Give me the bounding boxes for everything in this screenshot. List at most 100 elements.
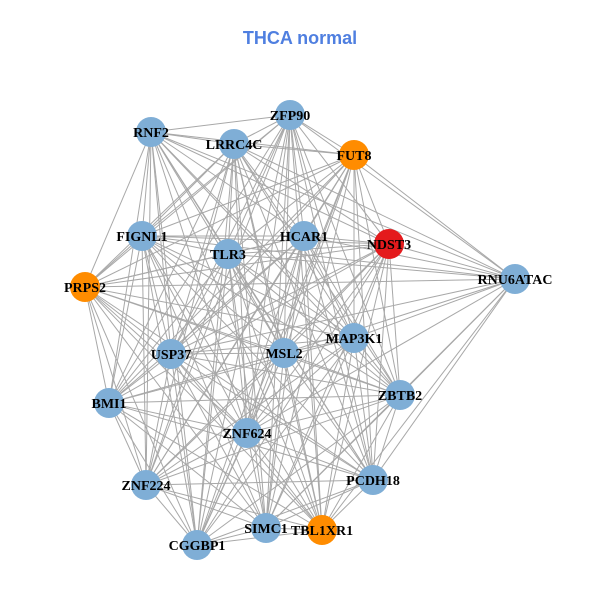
node-label-msl2: MSL2 <box>265 347 302 362</box>
edge-rnu6atac-msl2 <box>283 278 516 354</box>
node-pcdh18: PCDH18 <box>346 465 400 495</box>
edge-zfp90-znf224 <box>145 114 291 486</box>
edge-bmi1-tbl1xr1 <box>108 402 323 531</box>
edge-ndst3-pcdh18 <box>372 243 390 481</box>
node-fut8: FUT8 <box>337 140 372 170</box>
edge-tlr3-znf224 <box>145 253 229 486</box>
edge-fignl1-cggbp1 <box>141 235 198 546</box>
edge-rnf2-prps2 <box>84 131 152 288</box>
edge-tlr3-cggbp1 <box>196 253 229 546</box>
node-circle-fut8 <box>339 140 369 170</box>
edge-ndst3-simc1 <box>265 243 390 529</box>
edge-rnu6atac-pcdh18 <box>372 278 516 481</box>
edge-znf624-pcdh18 <box>246 432 374 481</box>
node-label-hcar1: HCAR1 <box>280 230 328 245</box>
edge-prps2-cggbp1 <box>84 286 198 546</box>
node-bmi1: BMI1 <box>92 388 127 418</box>
edge-tlr3-bmi1 <box>108 253 229 404</box>
edge-usp37-znf224 <box>145 353 172 486</box>
edge-usp37-msl2 <box>170 352 285 355</box>
edge-rnu6atac-znf624 <box>246 278 516 434</box>
edge-fignl1-bmi1 <box>108 235 143 404</box>
edge-usp37-pcdh18 <box>170 353 374 481</box>
edge-bmi1-znf624 <box>108 402 248 434</box>
edge-tlr3-pcdh18 <box>227 253 374 481</box>
edge-map3k1-simc1 <box>265 337 355 529</box>
node-usp37: USP37 <box>151 339 191 369</box>
edge-lrrc4c-bmi1 <box>108 143 235 404</box>
edge-hcar1-znf624 <box>246 235 305 434</box>
node-label-cggbp1: CGGBP1 <box>169 539 226 554</box>
node-label-tbl1xr1: TBL1XR1 <box>291 524 353 539</box>
edge-rnf2-usp37 <box>150 131 172 355</box>
edge-fignl1-znf224 <box>141 235 147 486</box>
edge-msl2-tbl1xr1 <box>283 352 323 531</box>
edge-hcar1-usp37 <box>170 235 305 355</box>
edge-msl2-znf224 <box>145 352 285 486</box>
edge-zfp90-rnu6atac <box>289 114 516 280</box>
node-label-fignl1: FIGNL1 <box>116 230 167 245</box>
edge-lrrc4c-pcdh18 <box>233 143 374 481</box>
edge-usp37-znf624 <box>170 353 248 434</box>
edge-rnu6atac-prps2 <box>84 278 516 288</box>
node-label-usp37: USP37 <box>151 348 191 363</box>
edge-tlr3-map3k1 <box>227 253 355 339</box>
edge-znf624-simc1 <box>246 432 267 529</box>
node-circle-map3k1 <box>339 323 369 353</box>
node-circle-zbtb2 <box>385 380 415 410</box>
edge-ndst3-znf624 <box>246 243 390 434</box>
node-rnu6atac: RNU6ATAC <box>478 264 553 294</box>
node-label-zfp90: ZFP90 <box>270 109 310 124</box>
edge-zbtb2-simc1 <box>265 394 401 529</box>
node-circle-tlr3 <box>213 239 243 269</box>
edge-zfp90-simc1 <box>265 114 291 529</box>
edge-zbtb2-tbl1xr1 <box>321 394 401 531</box>
edge-prps2-tbl1xr1 <box>84 286 323 531</box>
edge-ndst3-rnu6atac <box>388 243 516 280</box>
edge-ndst3-znf224 <box>145 243 390 486</box>
edge-lrrc4c-prps2 <box>84 143 235 288</box>
node-label-rnu6atac: RNU6ATAC <box>478 273 553 288</box>
edge-usp37-simc1 <box>170 353 267 529</box>
node-tlr3: TLR3 <box>210 239 246 269</box>
node-circle-msl2 <box>269 338 299 368</box>
diagram-title: THCA normal <box>242 28 358 48</box>
edge-lrrc4c-tbl1xr1 <box>233 143 323 531</box>
edge-prps2-simc1 <box>84 286 267 529</box>
edge-zfp90-pcdh18 <box>289 114 374 481</box>
node-circle-ndst3 <box>374 229 404 259</box>
node-simc1: SIMC1 <box>244 513 288 543</box>
edge-hcar1-znf224 <box>145 235 305 486</box>
edge-rnf2-fignl1 <box>141 131 152 237</box>
node-circle-zfp90 <box>275 100 305 130</box>
edge-fignl1-pcdh18 <box>141 235 374 481</box>
edge-usp37-zbtb2 <box>170 353 401 396</box>
edge-hcar1-map3k1 <box>303 235 355 339</box>
edge-rnu6atac-map3k1 <box>353 278 516 339</box>
edge-rnf2-cggbp1 <box>150 131 198 546</box>
node-label-rnf2: RNF2 <box>133 126 169 141</box>
edge-ndst3-usp37 <box>170 243 390 355</box>
edge-znf224-simc1 <box>145 484 267 529</box>
node-msl2: MSL2 <box>265 338 303 368</box>
node-circle-znf224 <box>131 470 161 500</box>
node-circle-lrrc4c <box>219 129 249 159</box>
node-label-prps2: PRPS2 <box>64 281 106 296</box>
edge-tlr3-usp37 <box>170 253 229 355</box>
edge-fignl1-usp37 <box>141 235 172 355</box>
edge-lrrc4c-znf624 <box>233 143 248 434</box>
edge-znf624-znf224 <box>145 432 248 486</box>
edge-fut8-pcdh18 <box>353 154 374 481</box>
node-circle-bmi1 <box>94 388 124 418</box>
node-circle-usp37 <box>156 339 186 369</box>
edge-lrrc4c-simc1 <box>233 143 267 529</box>
edge-hcar1-cggbp1 <box>196 235 305 546</box>
edge-tlr3-tbl1xr1 <box>227 253 323 531</box>
node-label-ndst3: NDST3 <box>367 238 411 253</box>
node-circle-hcar1 <box>289 221 319 251</box>
edge-rnf2-ndst3 <box>150 131 390 245</box>
node-label-znf624: ZNF624 <box>223 427 272 442</box>
node-znf624: ZNF624 <box>223 418 272 448</box>
edge-fignl1-ndst3 <box>141 235 390 245</box>
